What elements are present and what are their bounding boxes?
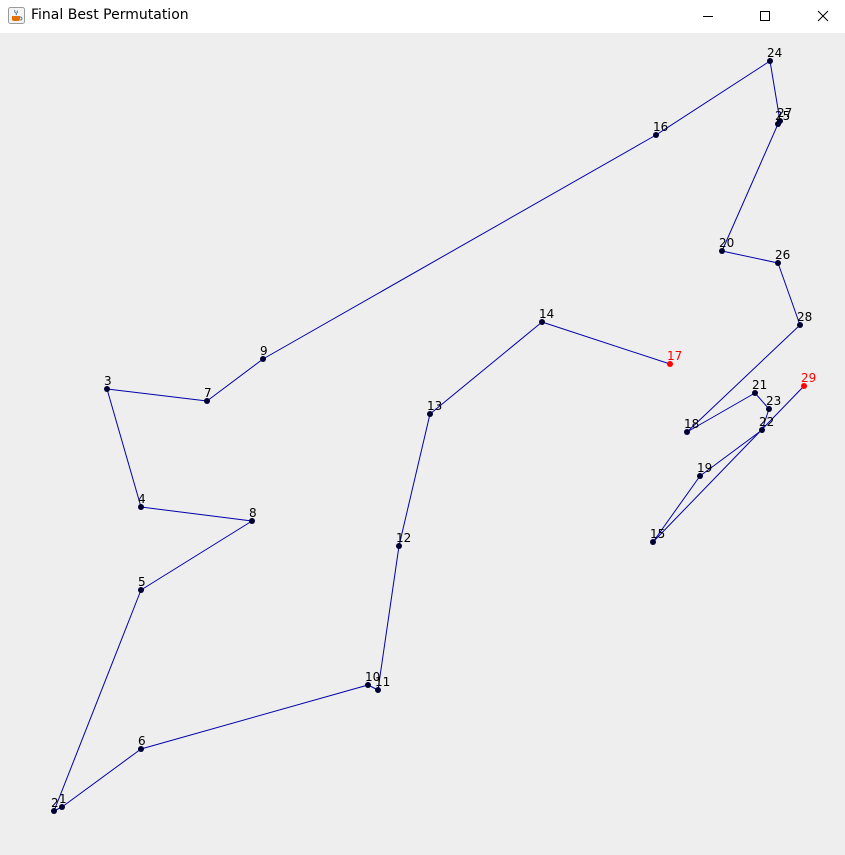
node-point-21 [752, 390, 758, 396]
tour-edge-21-23 [754, 392, 770, 410]
node-label-12: 12 [396, 531, 411, 545]
tour-edge-9-16 [262, 134, 657, 360]
tour-edge-7-9 [206, 358, 264, 402]
tour-edge-13-12 [398, 413, 431, 547]
tour-edge-8-4 [140, 506, 253, 522]
node-point-22 [759, 427, 765, 433]
node-point-10 [365, 682, 371, 688]
node-label-15: 15 [650, 527, 665, 541]
node-label-28: 28 [797, 310, 812, 324]
maximize-button[interactable] [742, 0, 788, 31]
tour-edge-17-14 [541, 321, 671, 365]
tour-edge-14-13 [429, 321, 543, 415]
tour-edges [53, 60, 805, 812]
node-point-12 [396, 543, 402, 549]
minimize-button[interactable] [685, 0, 731, 31]
tour-edge-22-19 [699, 429, 763, 477]
node-point-6 [138, 746, 144, 752]
node-point-5 [138, 587, 144, 593]
tour-edge-10-6 [140, 684, 369, 750]
tour-edge-23-22 [761, 408, 770, 431]
node-point-2 [51, 808, 57, 814]
node-point-25 [775, 121, 781, 127]
node-point-16 [653, 132, 659, 138]
close-icon [817, 10, 829, 22]
node-label-7: 7 [204, 386, 212, 400]
tour-edge-3-7 [106, 388, 208, 402]
node-label-1: 1 [59, 792, 67, 806]
node-point-7 [204, 398, 210, 404]
node-point-14 [539, 319, 545, 325]
node-point-15 [650, 539, 656, 545]
maximize-icon [759, 10, 771, 22]
node-label-29: 29 [801, 371, 816, 385]
node-label-21: 21 [752, 378, 767, 392]
node-label-16: 16 [653, 120, 668, 134]
node-label-10: 10 [365, 670, 380, 684]
node-point-26 [775, 260, 781, 266]
node-label-23: 23 [766, 394, 781, 408]
node-point-18 [684, 429, 690, 435]
tour-edge-12-11 [377, 545, 400, 691]
tour-edge-24-27 [769, 60, 781, 122]
tour-edge-18-21 [686, 392, 756, 433]
node-point-11 [375, 687, 381, 693]
tour-edge-5-8 [140, 520, 253, 591]
tour-edge-2-5 [53, 589, 142, 812]
close-button[interactable] [800, 0, 845, 31]
node-label-18: 18 [684, 417, 699, 431]
node-label-5: 5 [138, 575, 146, 589]
node-point-24 [767, 58, 773, 64]
tour-edge-19-15 [652, 475, 701, 543]
node-label-20: 20 [719, 236, 734, 250]
tour-edge-20-26 [721, 250, 779, 264]
tour-edge-26-28 [777, 262, 801, 326]
node-label-19: 19 [697, 461, 712, 475]
node-point-4 [138, 504, 144, 510]
node-label-17: 17 [667, 349, 682, 363]
node-label-6: 6 [138, 734, 146, 748]
node-label-25: 25 [775, 109, 790, 123]
node-label-13: 13 [427, 399, 442, 413]
tour-edge-16-24 [655, 60, 771, 136]
tour-edge-15-29 [652, 385, 805, 543]
node-point-23 [766, 406, 772, 412]
window-title: Final Best Permutation [31, 7, 189, 23]
node-label-27: 27 [777, 106, 792, 120]
node-label-8: 8 [249, 506, 257, 520]
node-label-9: 9 [260, 344, 268, 358]
node-label-22: 22 [759, 415, 774, 429]
node-label-3: 3 [104, 374, 112, 388]
node-point-1 [59, 804, 65, 810]
node-label-2: 2 [51, 796, 59, 810]
node-label-14: 14 [539, 307, 554, 321]
node-label-24: 24 [767, 46, 782, 60]
tour-edge-6-1 [61, 748, 142, 808]
node-point-8 [249, 518, 255, 524]
node-point-3 [104, 386, 110, 392]
node-point-13 [427, 411, 433, 417]
node-label-4: 4 [138, 492, 146, 506]
node-label-26: 26 [775, 248, 790, 262]
tour-edge-4-3 [106, 388, 142, 508]
tour-nodes [51, 58, 807, 814]
node-point-28 [797, 322, 803, 328]
node-point-17 [667, 361, 673, 367]
node-label-11: 11 [375, 675, 390, 689]
minimize-icon [702, 10, 714, 22]
node-point-29 [801, 383, 807, 389]
tour-edge-25-20 [721, 123, 779, 252]
tour-edge-28-18 [686, 324, 801, 433]
title-bar[interactable]: Final Best Permutation [0, 0, 845, 33]
java-cup-icon [8, 7, 25, 24]
node-point-19 [697, 473, 703, 479]
node-point-9 [260, 356, 266, 362]
node-point-20 [719, 248, 725, 254]
